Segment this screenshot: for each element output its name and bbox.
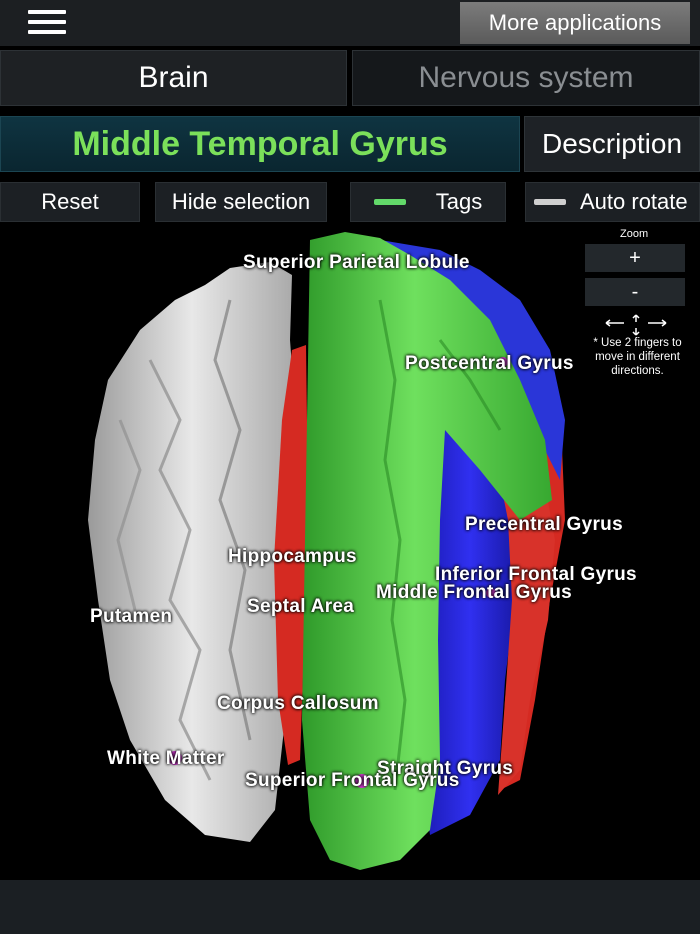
hamburger-menu-icon[interactable] [28,10,66,36]
auto-rotate-indicator-icon [534,199,566,205]
description-button[interactable]: Description [524,116,700,172]
auto-rotate-toggle[interactable]: Auto rotate [525,182,700,222]
brain-model-render [88,232,565,870]
auto-rotate-label: Auto rotate [580,189,688,214]
label-postcentral-gyrus[interactable]: Postcentral Gyrus [405,353,574,374]
label-corpus-callosum[interactable]: Corpus Callosum [217,693,379,714]
pan-hint-text: * Use 2 fingers to move in different dir… [593,337,682,377]
tab-bar: Brain Nervous system [0,50,700,108]
more-applications-button[interactable]: More applications [460,2,690,44]
red-medial-region [274,345,308,765]
zoom-in-button[interactable]: + [585,244,685,272]
middle-frontal-gyrus-marker [486,588,496,598]
zoom-label: Zoom [620,228,649,240]
tags-label: Tags [435,189,483,214]
selected-structure-title: Middle Temporal Gyrus [72,124,448,163]
zoom-out-button[interactable]: - [585,278,685,306]
green-region [302,232,552,870]
pan-arrows-icon [605,314,667,336]
tab-nervous-system[interactable]: Nervous system [352,50,700,106]
tags-indicator-icon [373,199,406,205]
label-septal-area[interactable]: Septal Area [247,596,355,617]
label-middle-frontal-gyrus[interactable]: Middle Frontal Gyrus [376,582,573,603]
blue-lower-region [420,390,520,835]
blue-upper-region [320,240,565,480]
top-bar: More applications [0,0,700,46]
white-matter-region [88,262,296,842]
label-white-matter[interactable]: White Matter [107,748,225,769]
label-straight-gyrus[interactable]: Straight Gyrus [377,758,514,779]
selected-structure-banner: Middle Temporal Gyrus [0,116,520,172]
label-precentral-gyrus[interactable]: Precentral Gyrus [465,514,623,535]
superior-frontal-gyrus-marker [355,774,369,788]
postcentral-gyrus-marker [498,357,508,367]
hide-selection-button[interactable]: Hide selection [155,182,327,222]
white-matter-marker [168,751,182,765]
label-superior-parietal-lobule[interactable]: Superior Parietal Lobule [243,252,470,273]
label-hippocampus[interactable]: Hippocampus [228,546,357,567]
label-inferior-frontal-gyrus[interactable]: Inferior Frontal Gyrus [435,564,637,585]
3d-brain-viewport[interactable]: Zoom + - * Use 2 fingers to move in diff… [0,224,700,880]
tags-toggle[interactable]: Tags [350,182,506,222]
label-putamen[interactable]: Putamen [90,606,173,627]
reset-button[interactable]: Reset [0,182,140,222]
label-superior-frontal-gyrus[interactable]: Superior Frontal Gyrus [245,770,460,791]
bottom-bar [0,880,700,934]
tab-brain[interactable]: Brain [0,50,347,106]
